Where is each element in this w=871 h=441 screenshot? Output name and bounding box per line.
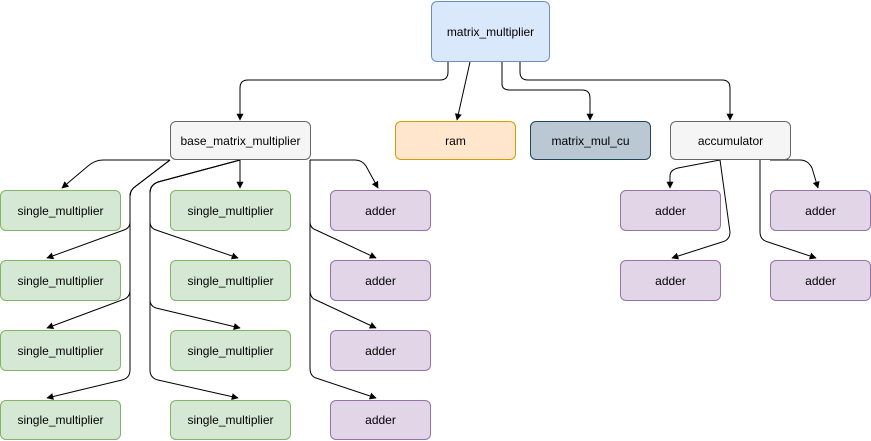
ram-node[interactable]: ram: [395, 121, 516, 160]
single-multiplier-node[interactable]: single_multiplier: [0, 260, 121, 301]
single-multiplier-node[interactable]: single_multiplier: [170, 260, 291, 301]
single-multiplier-node[interactable]: single_multiplier: [0, 400, 121, 440]
single-multiplier-node[interactable]: single_multiplier: [170, 400, 291, 440]
edge-base-adder-4: [309, 160, 377, 400]
edge-acc-adder-1: [666, 159, 721, 189]
adder-node[interactable]: adder: [620, 260, 721, 301]
edge-acc-adder-3: [770, 159, 820, 189]
edge-acc-adder-4: [759, 160, 817, 260]
adder-node[interactable]: adder: [330, 400, 431, 440]
adder-node[interactable]: adder: [620, 190, 721, 231]
edge-root-base: [236, 62, 449, 121]
single-multiplier-node[interactable]: single_multiplier: [170, 330, 291, 371]
matrix-mul-cu-node[interactable]: matrix_mul_cu: [530, 121, 651, 160]
edge-base-single-7: [149, 159, 241, 330]
edge-base-adder-1: [310, 159, 379, 189]
matrix-multiplier-node[interactable]: matrix_multiplier: [431, 1, 550, 62]
edge-base-single-1: [61, 159, 170, 189]
edge-root-acc: [519, 62, 734, 121]
adder-node[interactable]: adder: [330, 260, 431, 301]
single-multiplier-node[interactable]: single_multiplier: [0, 330, 121, 371]
edge-base-single-8: [149, 159, 241, 401]
adder-node[interactable]: adder: [330, 330, 431, 371]
adder-node[interactable]: adder: [330, 190, 431, 231]
edge-root-ram: [454, 61, 471, 121]
edge-acc-adder-2: [671, 159, 731, 260]
single-multiplier-node[interactable]: single_multiplier: [170, 190, 291, 231]
edge-root-cu: [501, 62, 594, 121]
single-multiplier-node[interactable]: single_multiplier: [0, 190, 121, 231]
base-matrix-multiplier-node[interactable]: base_matrix_multiplier: [170, 121, 311, 160]
adder-node[interactable]: adder: [770, 190, 871, 231]
edge-base-adder-3: [309, 160, 377, 329]
accumulator-node[interactable]: accumulator: [670, 121, 791, 160]
edge-base-single-4: [46, 159, 171, 400]
adder-node[interactable]: adder: [770, 260, 871, 301]
